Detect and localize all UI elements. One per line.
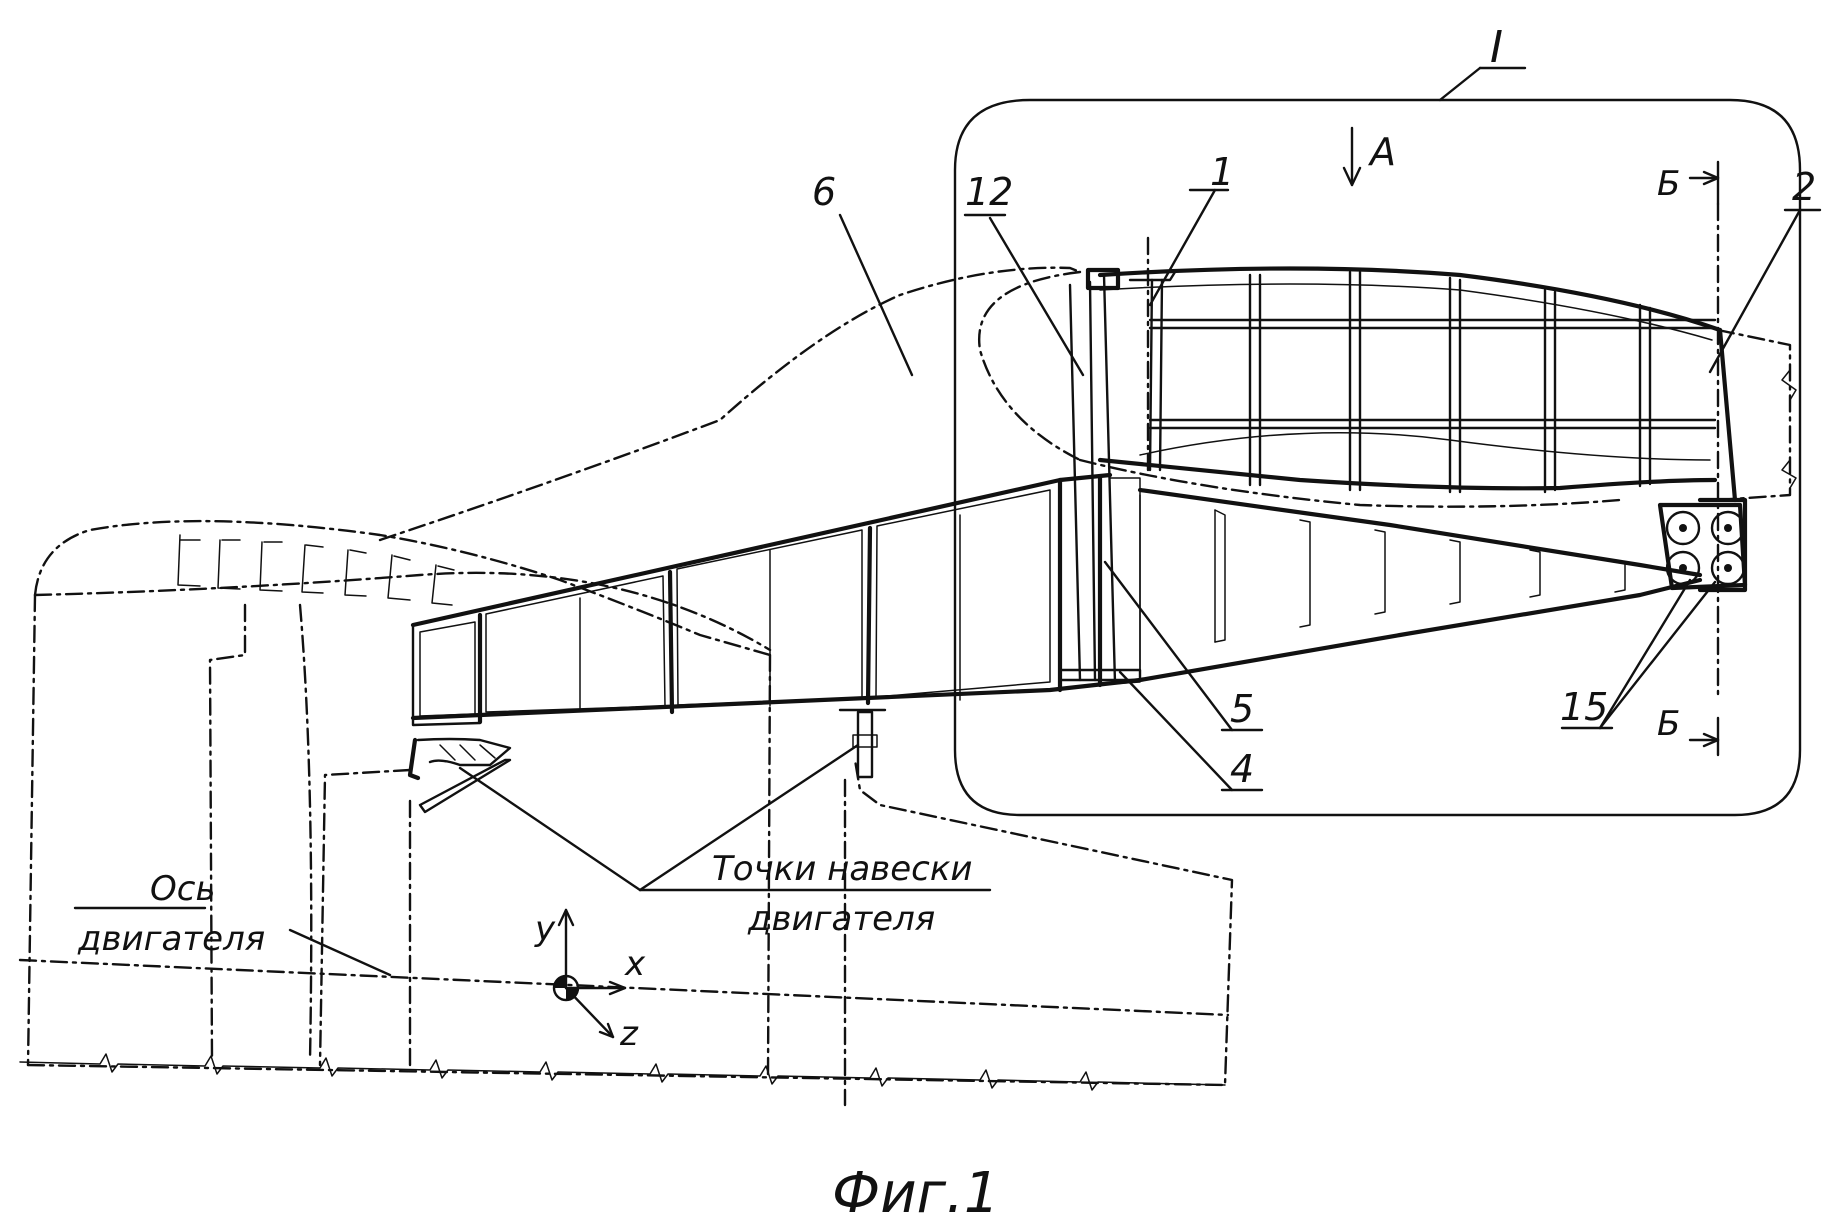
labels: I A Б Б 1 2 4 5 6 12 15 Точки навески дв… (77, 22, 1816, 1225)
coordinate-system (552, 908, 627, 1039)
upper-beam (1085, 236, 1738, 503)
label-section-b-bottom: Б (1657, 704, 1680, 744)
label-mount-points-line1: Точки навески (712, 849, 972, 889)
label-part-5: 5 (1230, 687, 1254, 731)
front-mount (407, 708, 887, 814)
label-engine-axis-line1: Ось (150, 869, 216, 909)
base-break-line (19, 1053, 1226, 1091)
detail-frame-I (953, 66, 1802, 817)
label-axis-x: x (624, 944, 646, 984)
label-part-4: 4 (1230, 747, 1254, 791)
label-part-2: 2 (1792, 165, 1816, 209)
rear-links (1657, 497, 1748, 593)
label-section-b-top: Б (1657, 164, 1680, 204)
section-b-markers (1688, 160, 1720, 757)
pylon-box (410, 273, 1703, 727)
pylon-fairing (378, 266, 1797, 542)
figure-caption: Фиг.1 (832, 1161, 999, 1225)
label-part-1: 1 (1210, 150, 1234, 194)
leader-lines (458, 188, 1822, 892)
label-detail-I: I (1490, 22, 1503, 73)
engine-nacelle (26, 519, 1234, 1107)
label-part-12: 12 (965, 170, 1013, 214)
label-mount-points-line2: двигателя (747, 899, 935, 939)
label-engine-axis-line2: двигателя (77, 919, 265, 959)
label-axis-y: y (534, 909, 556, 949)
label-axis-z: z (619, 1014, 639, 1054)
label-part-6: 6 (812, 170, 836, 214)
label-view-A: A (1367, 130, 1396, 174)
label-part-15: 15 (1560, 685, 1608, 729)
